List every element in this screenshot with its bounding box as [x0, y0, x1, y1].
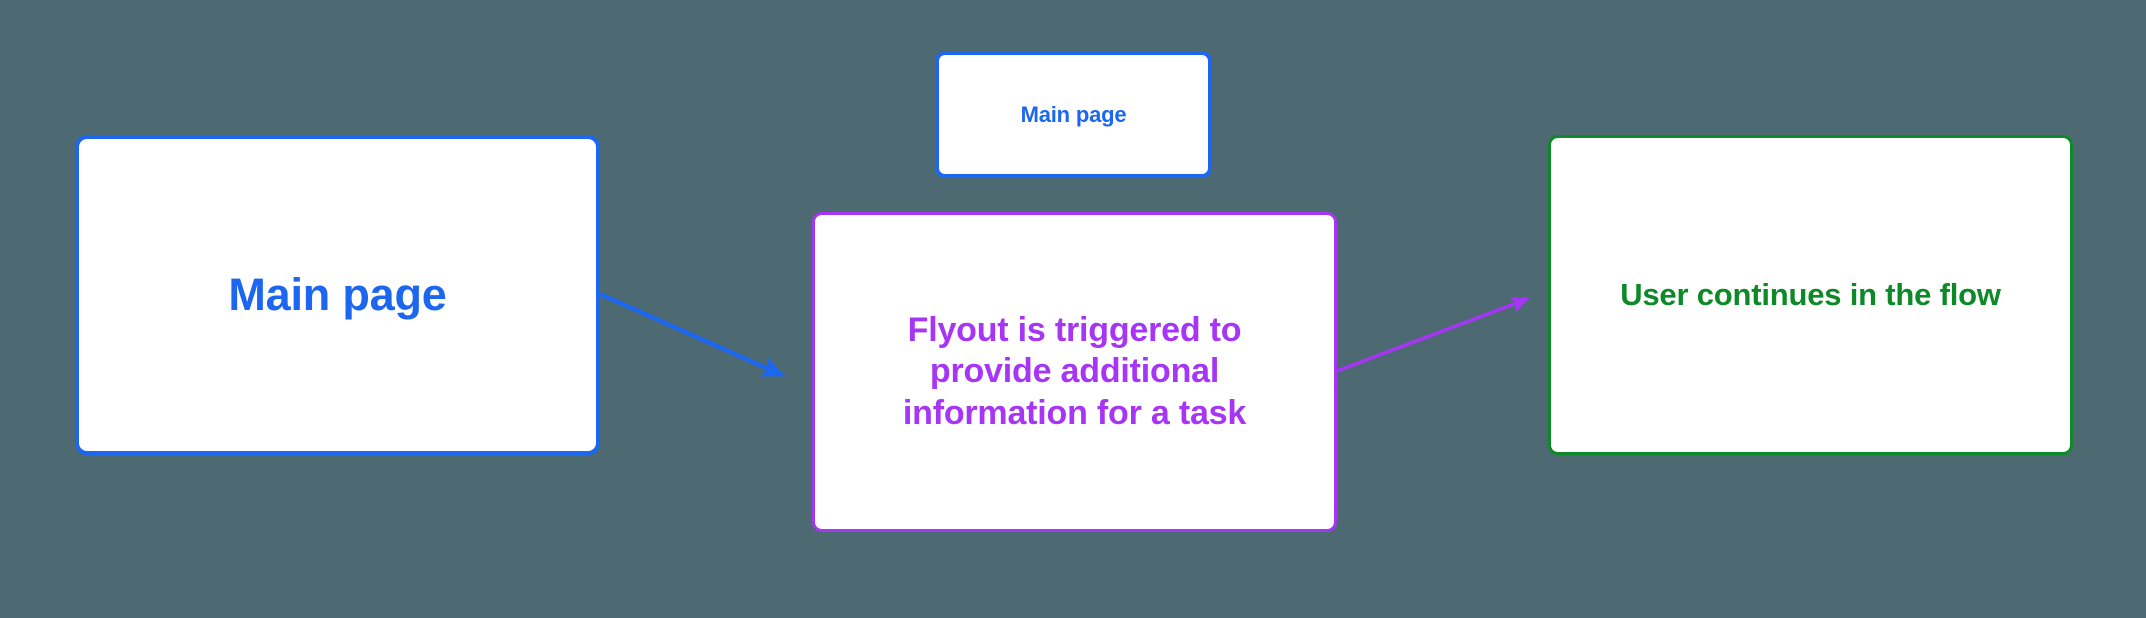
node-user-continues[interactable]: User continues in the flow — [1548, 135, 2073, 455]
connector-flyout-to-user-continues — [1336, 296, 1530, 373]
node-user-continues-label: User continues in the flow — [1620, 276, 2001, 312]
node-flyout[interactable]: Flyout is triggered to provide additiona… — [812, 212, 1337, 532]
node-main-page[interactable]: Main page — [75, 135, 600, 455]
node-main-page-small-label: Main page — [1020, 101, 1127, 127]
connector-main-page-to-flyout — [599, 291, 786, 378]
node-main-page-small[interactable]: Main page — [935, 51, 1212, 178]
node-main-page-label: Main page — [228, 269, 447, 321]
node-flyout-label: Flyout is triggered to provide additiona… — [902, 310, 1247, 432]
